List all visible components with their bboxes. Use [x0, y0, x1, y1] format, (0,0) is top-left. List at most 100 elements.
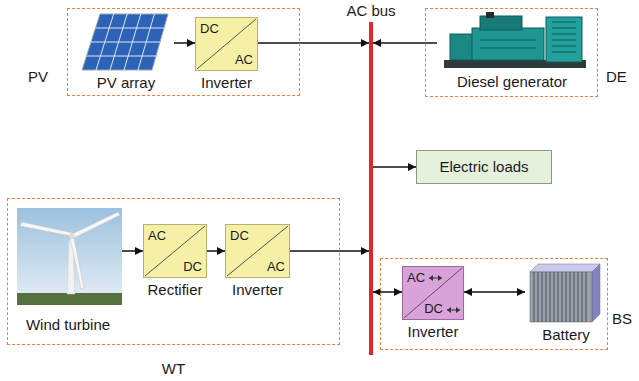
connector-arrow	[207, 247, 225, 255]
picture-caption: Diesel generator	[457, 73, 567, 91]
bidirectional-symbol	[447, 307, 451, 313]
arrow-head	[408, 163, 416, 171]
battery-picture	[574, 272, 575, 322]
battery-picture	[530, 264, 600, 272]
arrow-head	[135, 247, 143, 255]
wind-turbine-picture	[17, 293, 122, 305]
bidirectional-symbol	[438, 275, 442, 281]
battery-picture	[550, 272, 551, 322]
battery: Battery	[525, 262, 607, 344]
converter-caption: Inverter	[408, 323, 459, 341]
connector-line	[290, 250, 369, 252]
wind-turbine-picture	[17, 208, 122, 305]
solar-panel	[138, 14, 154, 70]
arrow-head	[187, 39, 195, 47]
wind-turbine: Wind turbine	[14, 206, 122, 336]
arrow-head	[217, 247, 225, 255]
ac-bus: AC bus	[369, 22, 373, 355]
converter-box: DCACInverter	[225, 224, 290, 278]
group-label: WT	[162, 360, 185, 378]
arrow-head	[517, 288, 525, 296]
diesel-generator-picture	[552, 22, 576, 23]
battery-picture	[538, 272, 539, 322]
converter-caption: Inverter	[232, 281, 283, 299]
solar-panel	[82, 14, 168, 70]
converter-output: DC	[183, 259, 202, 274]
diesel-generator-picture	[480, 40, 536, 41]
group-frame: BS ACDCInverter Battery	[380, 258, 636, 350]
wind-turbine-picture	[72, 212, 120, 238]
arrow-head	[361, 39, 369, 47]
battery-picture	[586, 272, 587, 322]
connector-arrow	[373, 288, 402, 296]
diesel-generator-picture	[472, 28, 544, 60]
converter-caption: Rectifier	[147, 281, 202, 299]
connector-arrow	[373, 39, 437, 47]
diesel-generator-picture	[546, 17, 582, 62]
battery-picture	[534, 272, 586, 322]
battery-picture	[578, 272, 579, 322]
connector-line	[464, 291, 525, 293]
diesel-generator-picture	[552, 52, 576, 53]
group-label: PV	[28, 68, 48, 86]
diesel-generator-picture	[552, 28, 576, 29]
battery-picture	[566, 272, 567, 322]
group-frame: PV PV array DCACInverter	[25, 8, 300, 96]
diesel-generator-picture	[486, 12, 494, 18]
picture-caption: Wind turbine	[26, 316, 110, 334]
wind-turbine-picture	[69, 233, 75, 239]
converter-caption: Inverter	[201, 74, 252, 92]
battery-picture	[570, 272, 571, 322]
arrow-head	[464, 288, 472, 296]
load-label: Electric loads	[439, 158, 528, 176]
bidirectional-symbol	[429, 275, 442, 281]
wind-turbine-picture	[17, 208, 122, 305]
solar-panel	[87, 56, 157, 57]
solar-panel	[124, 14, 141, 70]
group-frame: DEDiesel generator	[425, 8, 633, 97]
arrow-head	[373, 39, 381, 47]
converter-box: DCACInverter	[195, 17, 258, 71]
converter-box: ACDCInverter	[402, 266, 464, 320]
connector-arrow	[174, 39, 195, 47]
arrow-head	[361, 247, 369, 255]
picture-caption: PV array	[97, 74, 155, 92]
battery-picture	[530, 264, 600, 322]
battery-picture	[542, 272, 543, 322]
bidirectional-symbol	[456, 307, 460, 313]
battery-picture	[530, 272, 592, 322]
diesel-generator-picture	[480, 16, 522, 30]
connector-line	[258, 42, 369, 44]
diesel-generator-picture	[480, 48, 536, 49]
converter-box: ACDCRectifier	[143, 224, 207, 278]
converter-output: DC	[424, 301, 443, 316]
bidirectional-symbol	[429, 275, 433, 281]
solar-panel	[110, 14, 127, 70]
converter-diagonal	[197, 19, 256, 69]
solar-panel	[91, 42, 160, 43]
bidirectional-symbol	[447, 307, 460, 313]
solar-panel	[87, 14, 165, 70]
diesel-generator-picture	[450, 34, 474, 60]
bus-label: AC bus	[346, 2, 395, 20]
converter-output: AC	[267, 259, 285, 274]
solar-panel	[96, 28, 165, 29]
solar-panel	[82, 14, 168, 70]
solar-panel	[96, 14, 114, 70]
converter-input: DC	[200, 21, 219, 36]
load-box: Electric loads	[416, 150, 552, 184]
wind-turbine-picture	[70, 238, 84, 289]
converter-diagonal	[145, 226, 205, 276]
group-label: BS	[612, 310, 632, 328]
diesel-generator-picture	[480, 22, 576, 52]
diesel-generator-picture	[552, 46, 576, 47]
connector-line	[373, 42, 437, 44]
connector-arrow	[290, 247, 369, 255]
diesel-generator: Diesel generator	[437, 11, 587, 93]
battery-picture	[582, 272, 583, 322]
diesel-generator-picture	[444, 12, 586, 68]
pv-array: PV array	[78, 14, 174, 92]
battery-picture	[592, 264, 600, 322]
